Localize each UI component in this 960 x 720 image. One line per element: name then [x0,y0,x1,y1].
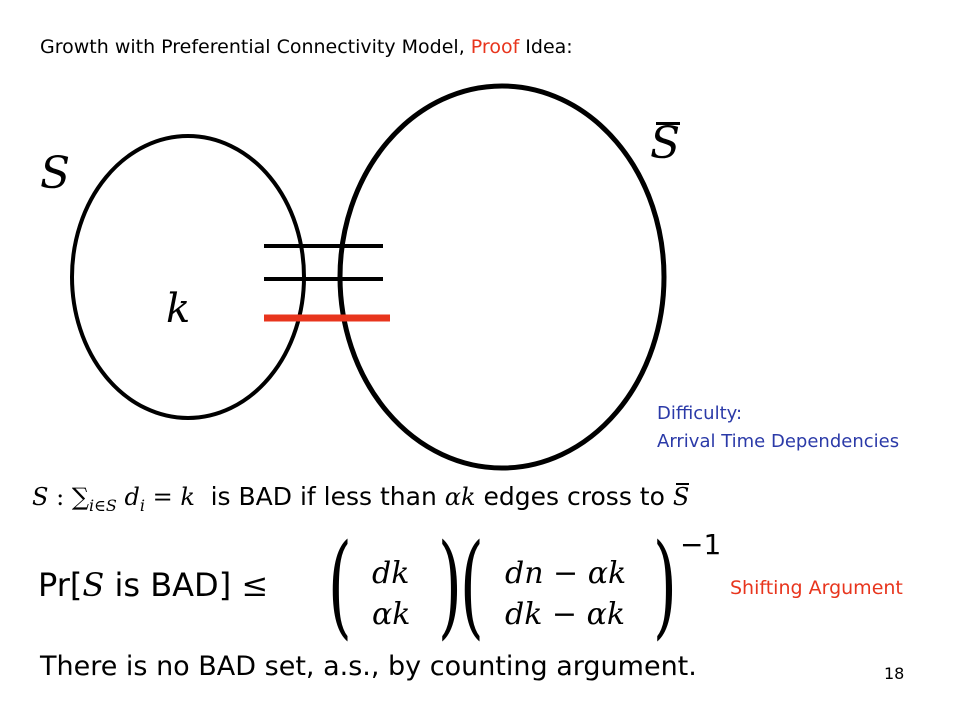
eq1-text-bad: is BAD if less than [210,482,437,511]
binom1-right-paren: ) [437,521,462,651]
eq1-sum-index: i∈S [88,495,117,515]
pr-is-bad: is BAD] [104,566,242,604]
binom2-left-paren: ( [459,521,484,651]
set-S-bar-label: S [650,118,681,169]
eq1-S: S [32,483,49,511]
eq1-colon: : [56,483,65,511]
probability-bound: Pr[S is BAD] ≤ [38,566,268,604]
binom2-top: dn − αk [505,556,627,591]
pr-S: S [82,566,105,604]
exponent: −1 [680,528,722,561]
slide-title: Growth with Preferential Connectivity Mo… [40,36,573,58]
shifting-argument-note: Shifting Argument [730,577,903,599]
title-text: Growth with Preferential Connectivity Mo… [40,36,471,58]
binom2-bottom: dk − αk [505,597,626,632]
difficulty-detail: Arrival Time Dependencies [657,431,900,452]
binom1-left-paren: ( [327,521,352,651]
set-S-label: S [40,148,71,199]
eq1-equals-k: = k [152,483,195,511]
difficulty-heading: Difficulty: [657,403,743,424]
binom2-right-paren: ) [652,521,677,651]
eq1-sum: ∑ [71,483,89,511]
k-label: k [166,286,191,332]
binom1-bottom: αk [372,597,411,632]
eq1-d-index: i [139,495,146,515]
set-S-bar-ellipse [337,83,667,471]
eq1-d: d [124,483,140,511]
pr-leq: ≤ [241,566,269,604]
conclusion: There is no BAD set, a.s., by counting a… [40,651,697,682]
eq1-S-bar: S [672,483,690,511]
pr-prefix: Pr[ [38,566,83,604]
eq1-text-cross: edges cross to [483,482,665,511]
page-number: 18 [884,664,905,683]
difficulty-note: Difficulty: Arrival Time Dependencies [657,400,899,456]
title-accent-word: Proof [470,36,520,58]
binom1-top: dk [372,556,410,591]
title-text-end: Idea: [519,36,573,58]
eq1-alpha-k: αk [444,483,476,511]
complement-label: S [650,118,681,169]
